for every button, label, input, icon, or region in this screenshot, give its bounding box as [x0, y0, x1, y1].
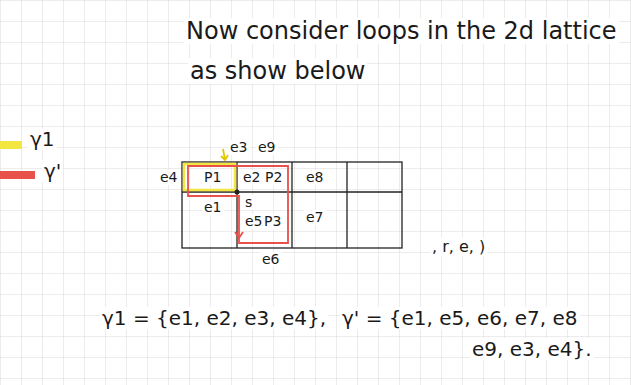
plaquette-label: P3: [262, 214, 283, 229]
note-text: , r, e, ): [430, 238, 487, 256]
plaquette-label: P1: [202, 170, 223, 185]
yellow-arrow: [221, 149, 228, 160]
legend-swatch: [0, 171, 35, 179]
edge-label: e1: [202, 200, 224, 215]
legend-swatch: [0, 141, 22, 149]
legend-label: γ': [42, 160, 63, 182]
edge-label: e9: [256, 140, 278, 155]
legend-label: γ1: [28, 128, 57, 150]
yellow-loop: [184, 164, 235, 190]
vertex-label: s: [243, 195, 254, 210]
red-loop: [188, 166, 288, 243]
formula-text: e9, e3, e4}.: [470, 338, 594, 360]
note-text: Now consider loops in the 2d lattice: [184, 18, 619, 44]
vertex-dot: [235, 190, 240, 195]
edge-label: e3: [228, 140, 250, 155]
edge-label: e4: [158, 170, 180, 185]
lattice: [182, 162, 402, 248]
edge-label: e8: [304, 170, 326, 185]
edge-label: e6: [260, 252, 282, 267]
formula-text: γ' = {e1, e5, e6, e7, e8: [340, 307, 580, 329]
edge-label: e2: [241, 170, 263, 185]
red-arrow: [235, 232, 243, 238]
formula-text: γ1 = {e1, e2, e3, e4},: [100, 307, 328, 329]
note-text: as show below: [188, 58, 367, 84]
plaquette-label: P2: [263, 170, 284, 185]
edge-label: e7: [304, 210, 326, 225]
